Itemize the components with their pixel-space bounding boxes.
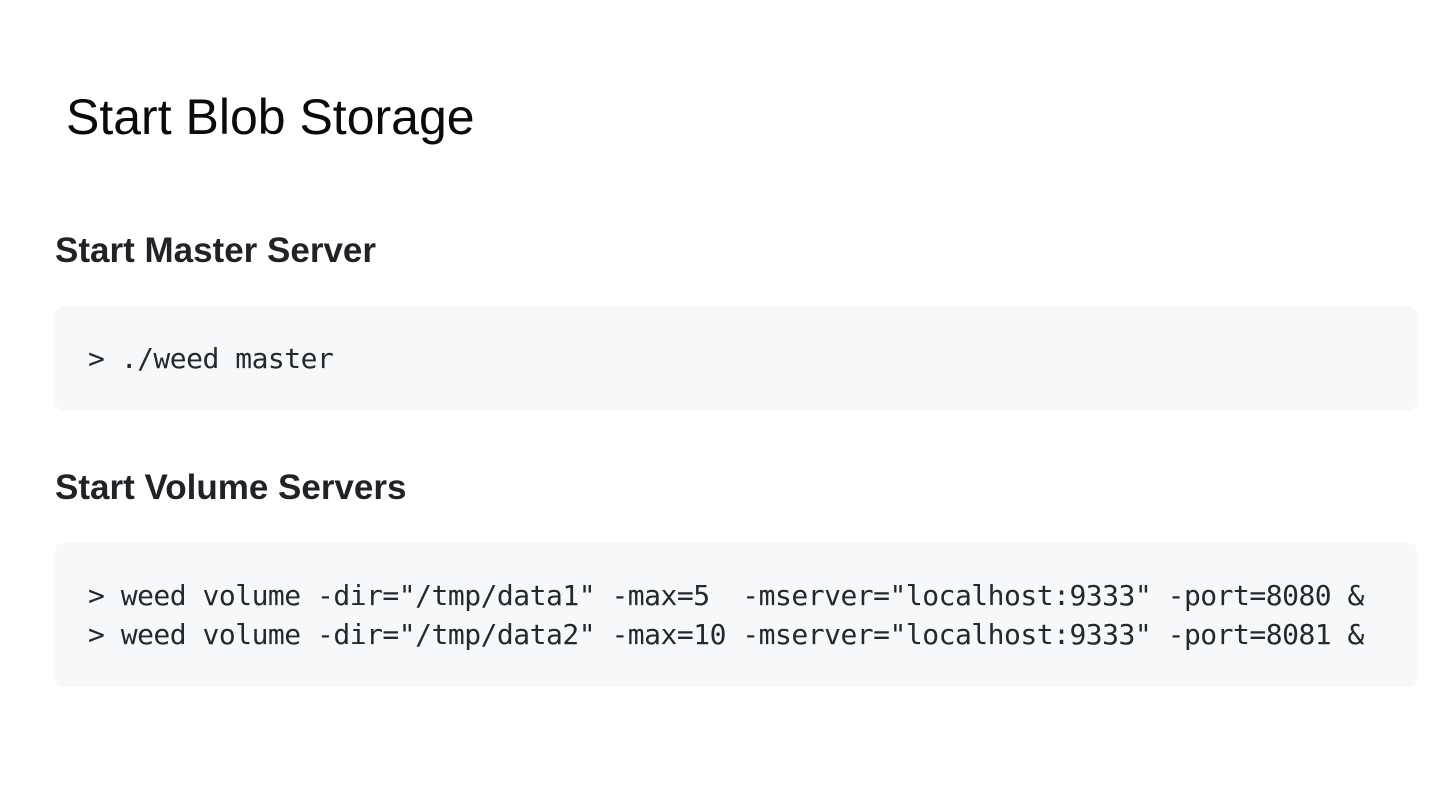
wiki-article: Start Blob Storage Start Master Server >… [55,92,1417,687]
section-heading-volume-servers: Start Volume Servers [55,468,407,507]
section-heading-master-server: Start Master Server [55,231,376,270]
section-volume-servers: Start Volume Servers > weed volume -dir=… [55,470,1417,687]
section-master-server: Start Master Server > ./weed master [55,233,1417,411]
code-line-volume-command-1: > weed volume -dir="/tmp/data1" -max=5 -… [88,579,1364,612]
page-title: Start Blob Storage [66,89,475,145]
code-block-master: > ./weed master [55,306,1417,411]
code-block-volume: > weed volume -dir="/tmp/data1" -max=5 -… [55,543,1417,687]
code-line-volume-command-2: > weed volume -dir="/tmp/data2" -max=10 … [88,618,1364,651]
code-line-master-command: > ./weed master [88,342,334,375]
